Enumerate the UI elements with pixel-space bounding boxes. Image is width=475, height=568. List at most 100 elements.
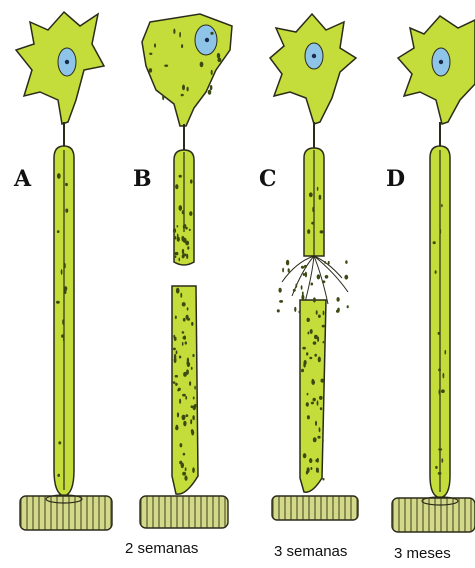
speckle <box>317 401 319 406</box>
speckle <box>321 379 325 383</box>
speckle <box>337 297 340 302</box>
speckle <box>322 325 326 328</box>
speckle <box>61 269 63 275</box>
speckle <box>187 87 189 92</box>
speckle <box>438 332 440 335</box>
speckle <box>323 311 325 316</box>
speckle <box>192 354 194 357</box>
speckle <box>303 453 307 458</box>
speckle <box>301 266 304 269</box>
speckle <box>438 472 442 475</box>
speckle <box>57 230 60 233</box>
speckle <box>320 407 322 410</box>
speckle <box>324 261 326 264</box>
speckle <box>162 95 164 101</box>
distal-segment-c <box>300 300 326 492</box>
speckle <box>186 369 189 375</box>
speckle <box>189 229 191 231</box>
speckle <box>182 394 186 397</box>
speckle <box>193 397 195 400</box>
speckle <box>175 383 178 386</box>
caption-d: 3 meses <box>394 545 451 562</box>
speckle <box>183 421 186 427</box>
speckle <box>307 229 310 234</box>
speckle <box>185 241 189 246</box>
speckle <box>57 173 61 179</box>
speckle <box>63 338 65 341</box>
speckle <box>175 184 178 189</box>
speckle <box>186 315 189 320</box>
speckle <box>177 234 179 239</box>
speckle <box>319 427 321 432</box>
speckle <box>307 393 309 396</box>
speckle <box>61 334 64 337</box>
speckle <box>179 356 181 359</box>
speckle <box>311 222 314 225</box>
speckle <box>192 415 194 420</box>
speckle <box>344 275 348 280</box>
speckle <box>175 255 177 258</box>
speckle <box>313 341 317 344</box>
speckle <box>306 402 309 406</box>
speckle <box>441 389 445 393</box>
speckle <box>182 342 184 346</box>
speckle <box>345 260 347 264</box>
speckle <box>190 419 192 424</box>
speckle <box>179 399 181 404</box>
panel-letter-d: D <box>386 166 405 192</box>
speckle <box>56 301 60 304</box>
speckle <box>200 62 204 68</box>
speckle <box>279 288 282 293</box>
speckle <box>208 90 212 95</box>
speckle <box>288 268 290 272</box>
speckle <box>189 211 192 216</box>
speckle <box>293 289 296 292</box>
speckle <box>277 309 280 312</box>
speckle <box>305 272 307 278</box>
neuron-d <box>392 16 475 532</box>
speckle <box>191 322 193 326</box>
speckle <box>174 354 176 360</box>
caption-b: 2 semanas <box>125 540 198 557</box>
speckle <box>182 302 186 306</box>
speckle <box>310 467 312 470</box>
speckle <box>301 285 303 290</box>
speckle <box>322 439 324 443</box>
speckle <box>175 316 177 320</box>
speckle <box>175 252 179 255</box>
speckle <box>173 228 176 233</box>
neuron-c <box>270 14 358 520</box>
speckle <box>154 43 156 47</box>
speckle <box>179 258 181 262</box>
speckle <box>186 414 189 417</box>
speckle <box>322 478 324 481</box>
speckle <box>181 462 184 468</box>
muscle-fiber-b <box>140 496 228 528</box>
speckle <box>304 360 307 365</box>
speckle <box>164 65 168 67</box>
speckle <box>309 458 312 463</box>
speckle <box>315 421 317 426</box>
speckle <box>315 459 317 462</box>
caption-c: 3 semanas <box>274 543 347 560</box>
speckle <box>174 236 176 239</box>
speckle <box>185 341 187 344</box>
speckle <box>328 261 330 265</box>
speckle <box>308 332 310 335</box>
nucleolus-c <box>312 54 316 58</box>
speckle <box>194 404 196 408</box>
speckle <box>194 386 196 390</box>
speckle <box>319 396 323 400</box>
speckle <box>294 307 296 312</box>
speckle <box>149 53 152 55</box>
speckle <box>313 297 316 302</box>
speckle <box>211 70 213 75</box>
speckle <box>175 375 178 378</box>
speckle <box>187 246 189 250</box>
speckle <box>318 315 321 318</box>
speckle <box>298 311 300 313</box>
speckle <box>149 68 152 73</box>
speckle <box>303 273 305 276</box>
speckle <box>185 227 188 230</box>
speckle <box>347 305 349 308</box>
